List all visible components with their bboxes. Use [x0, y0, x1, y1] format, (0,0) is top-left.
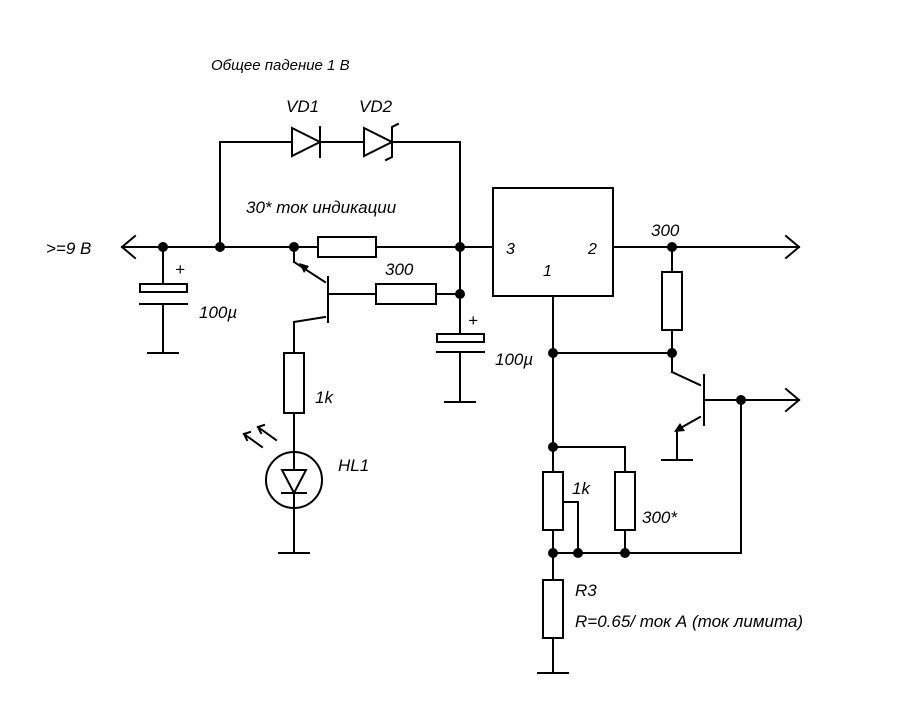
diode-vd1 — [291, 126, 323, 158]
label-led: HL1 — [338, 456, 369, 475]
label-plus-left: + — [175, 260, 185, 279]
capacitor-middle — [436, 246, 485, 403]
label-pot: 1k — [572, 479, 591, 498]
diode-branch — [219, 141, 461, 248]
resistor-out-300 — [661, 271, 683, 331]
potentiometer-1k — [542, 471, 564, 531]
label-r-out: 300 — [651, 221, 680, 240]
ic-pin2-label: 2 — [587, 241, 597, 258]
label-r3: R3 — [575, 581, 597, 600]
label-r-series: 300 — [385, 260, 414, 279]
led-light-arrows-icon — [242, 423, 278, 449]
label-input-voltage: >=9 В — [46, 239, 91, 258]
resistor-parallel-300 — [614, 471, 636, 531]
label-plus-mid: + — [468, 311, 478, 330]
zener-diode-vd2 — [363, 122, 400, 162]
label-r3-formula: R=0.65/ ток А (ток лимита) — [575, 612, 803, 631]
transistor-npn — [661, 352, 800, 461]
label-r-led: 1k — [315, 388, 334, 407]
transistor-pnp — [292, 246, 377, 354]
regulator-ic — [492, 187, 614, 297]
label-vd1: VD1 — [286, 97, 319, 116]
resistor-r3 — [542, 579, 564, 639]
output-sense-arrow — [784, 387, 801, 413]
label-indication-current: 30* ток индикации — [246, 198, 397, 217]
label-cap-left: 100µ — [199, 303, 237, 322]
capacitor-input — [139, 246, 188, 354]
led-hl1 — [265, 451, 323, 509]
label-r-parallel: 300* — [642, 508, 678, 527]
output-arrow — [784, 234, 801, 260]
resistor-led-1k — [283, 352, 305, 414]
resistor-base-300 — [375, 283, 437, 305]
input-arrow — [120, 234, 137, 260]
ic-pin3-label: 3 — [506, 241, 515, 258]
ic-pin1-label: 1 — [543, 263, 552, 280]
junction-dots — [158, 242, 746, 558]
potentiometer-wiper — [562, 501, 579, 554]
label-total-drop: Общее падение 1 В — [211, 57, 350, 74]
label-cap-mid: 100µ — [495, 350, 533, 369]
label-vd2: VD2 — [359, 97, 393, 116]
resistor-indication — [317, 236, 377, 258]
